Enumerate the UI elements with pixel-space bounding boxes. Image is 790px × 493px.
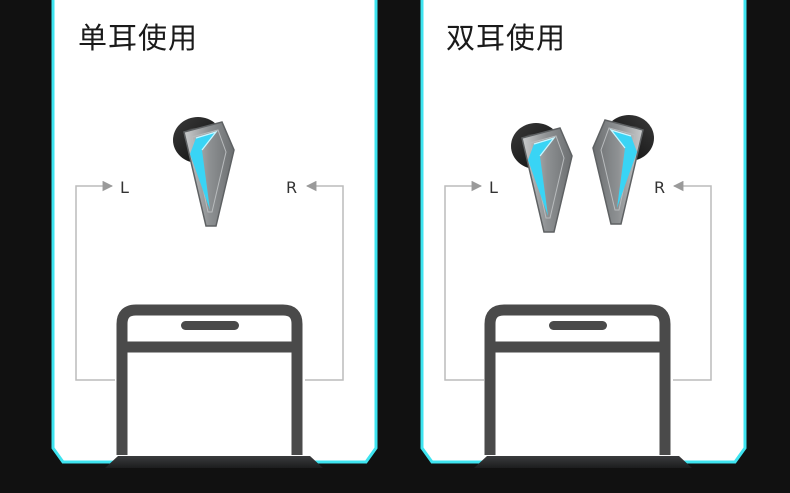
phone-icon [484, 304, 671, 455]
panel-single-ear [51, 0, 378, 468]
right-channel-line [672, 180, 712, 381]
right-channel-label: R [286, 178, 298, 197]
left-channel-line [75, 180, 115, 381]
page-title-dual-ear: 双耳使用 [446, 21, 567, 55]
left-channel-label: L [120, 178, 129, 197]
left-channel-label: L [489, 178, 498, 197]
right-channel-label: R [654, 178, 666, 197]
charging-pad [105, 456, 323, 468]
page-title-single-ear: 单耳使用 [78, 21, 199, 55]
panel-dual-ear [420, 0, 747, 468]
charging-pad [474, 456, 692, 468]
right-channel-line [305, 180, 344, 381]
left-channel-line [444, 180, 484, 381]
phone-icon [116, 304, 303, 455]
